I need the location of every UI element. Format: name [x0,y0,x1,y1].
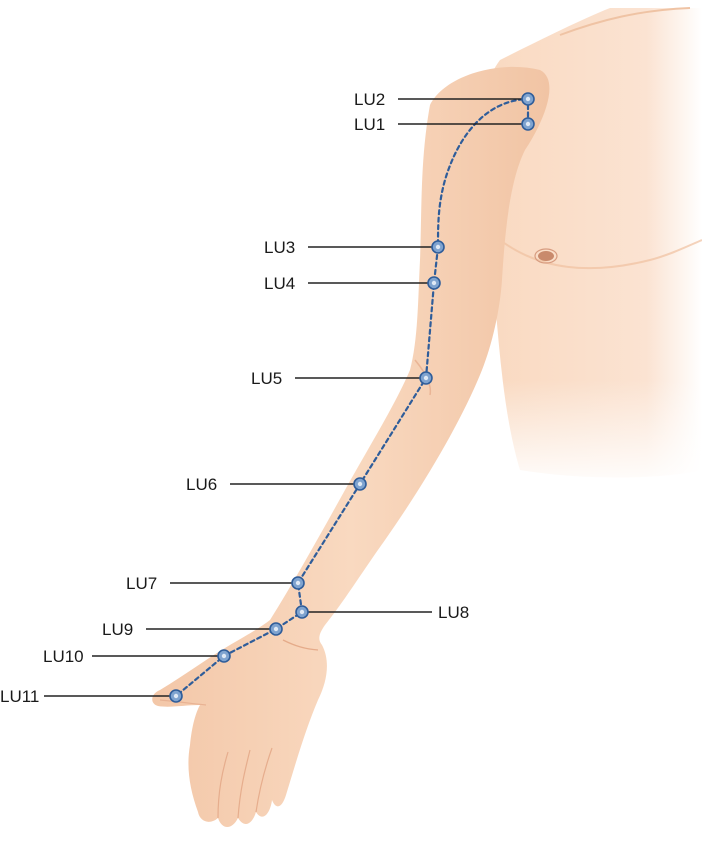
label-lu1: LU1 [354,115,385,134]
marker-lu6 [354,478,366,490]
label-lu4: LU4 [264,274,295,293]
torso-bottom-fade [480,380,702,490]
marker-lu8 [296,606,308,618]
marker-lu10 [218,650,230,662]
label-lu11: LU11 [0,687,39,706]
label-lu6: LU6 [186,475,217,494]
nipple [538,251,554,261]
marker-lu2 [522,93,534,105]
marker-lu7 [292,577,304,589]
label-lu3: LU3 [264,238,295,257]
label-lu10: LU10 [43,647,84,666]
label-lu9: LU9 [102,620,133,639]
marker-lu11 [170,690,182,702]
marker-lu4 [428,277,440,289]
marker-lu5 [420,372,432,384]
marker-lu1 [522,118,534,130]
label-lu2: LU2 [354,90,385,109]
marker-lu9 [270,623,282,635]
marker-lu3 [432,241,444,253]
label-lu7: LU7 [126,574,157,593]
label-lu8: LU8 [438,603,469,622]
label-lu5: LU5 [251,369,282,388]
